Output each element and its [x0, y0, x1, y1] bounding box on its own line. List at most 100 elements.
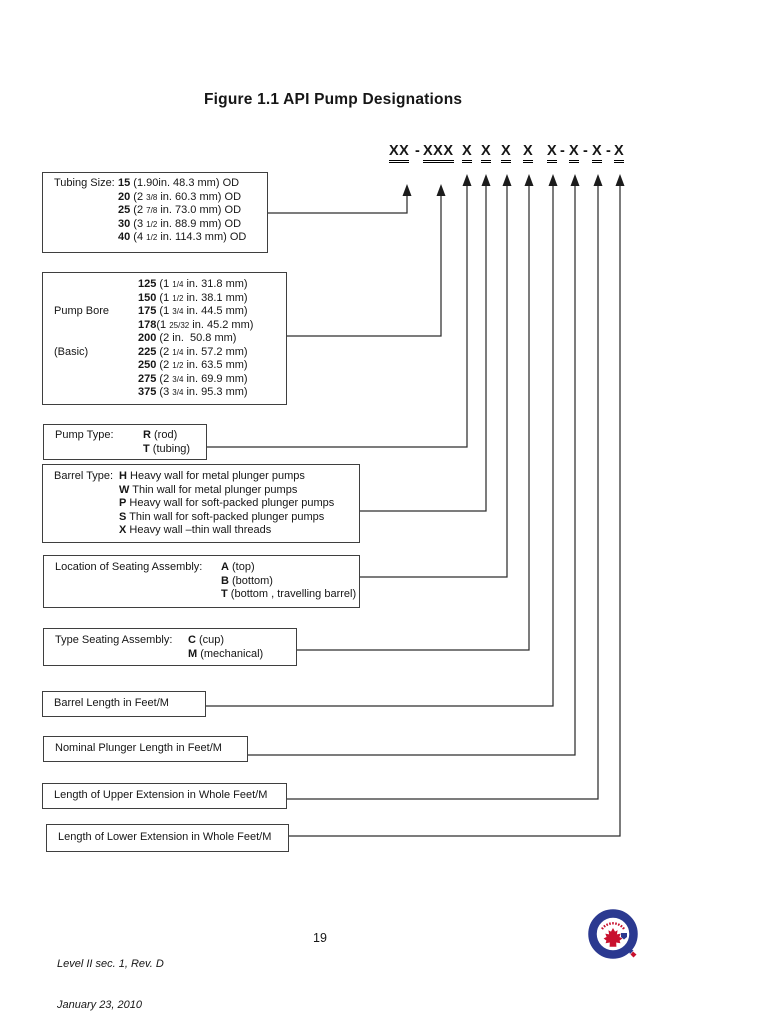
desc: in. 73.0 mm) OD [157, 204, 242, 216]
desc: (rod) [150, 429, 178, 441]
code-group: X [547, 143, 558, 163]
desc: (top) [228, 561, 255, 573]
desc: (cup) [195, 634, 225, 646]
spec-row: R (rod) [143, 429, 206, 443]
code: R [143, 429, 151, 441]
desc: (1 [156, 318, 170, 331]
code: 178 [138, 318, 157, 331]
desc: (2 [156, 345, 173, 358]
arrowhead-icon [436, 184, 446, 196]
desc: (1 [156, 291, 173, 304]
logo-dot [630, 951, 637, 958]
arrowhead-icon [402, 184, 412, 196]
spec-row: S Thin wall for soft-packed plunger pump… [119, 511, 359, 525]
line-tubing [268, 196, 408, 214]
desc: in. 88.9 mm) OD [157, 217, 242, 230]
desc: in. 60.3 mm) OD [157, 190, 242, 203]
figure-title: Figure 1.1 API Pump Designations [204, 91, 463, 108]
pump-type-box: Pump Type: R (rod) T (tubing) [43, 424, 207, 460]
desc: (bottom) [228, 574, 273, 587]
box-label: Tubing Size: [54, 177, 118, 189]
fraction: 1/2 [172, 293, 184, 303]
spec-row: H Heavy wall for metal plunger pumps [119, 470, 359, 484]
box-label: Location of Seating Assembly: [55, 561, 209, 573]
code-group: X [462, 143, 473, 163]
desc: Thin wall for soft-packed plunger pumps [126, 510, 325, 523]
spec-row: P Heavy wall for soft-packed plunger pum… [119, 497, 359, 511]
barrel-length-box: Barrel Length in Feet/M [42, 691, 206, 717]
code: B [221, 574, 229, 587]
code: M [188, 647, 198, 660]
code: W [119, 483, 130, 496]
code: 15 [118, 177, 131, 189]
spec-row: 225 (2 1/4 in. 57.2 mm) [138, 346, 286, 360]
barrel-type-box: Barrel Type: H Heavy wall for metal plun… [42, 464, 360, 543]
maple-leaf-icon [603, 928, 623, 947]
logo-tail [627, 947, 634, 954]
code: 30 [118, 217, 131, 230]
code: P [119, 497, 127, 509]
spec-row: 20 (2 3/8 in. 60.3 mm) OD [118, 191, 267, 205]
fraction: 1/2 [146, 233, 158, 242]
code-group: X [592, 143, 603, 163]
box-label: Pump Type: [55, 429, 117, 441]
code: T [143, 442, 150, 455]
code: X [119, 524, 127, 536]
arrowhead-icon [502, 174, 512, 186]
code-group: X [523, 143, 534, 163]
code: 40 [118, 231, 131, 243]
spec-row: 25 (2 7/8 in. 73.0 mm) OD [118, 204, 267, 218]
logo-shield-icon [621, 933, 627, 940]
logo-arc-text [601, 922, 625, 930]
spec-row: 30 (3 1/2 in. 88.9 mm) OD [118, 218, 267, 232]
tubing-size-box: Tubing Size: 15 (1.90in. 48.3 mm) OD 20 … [42, 172, 268, 253]
spec-row: 150 (1 1/2 in. 38.1 mm) [138, 292, 286, 306]
fraction: 3/4 [172, 307, 184, 316]
spec-row: A (top) [221, 561, 359, 575]
doc-ref-line: Level II sec. 1, Rev. D [57, 958, 164, 970]
spec-row: 125 (1 1/4 in. 31.8 mm) [138, 278, 286, 292]
desc: (1.90in. 48.3 mm) OD [130, 177, 240, 189]
code: A [221, 561, 229, 573]
code: 175 [138, 305, 157, 317]
arrowhead-icon [548, 174, 558, 186]
code: 275 [138, 372, 157, 385]
code: T [221, 588, 228, 600]
fraction: 3/4 [172, 374, 184, 384]
page-number: 19 [313, 931, 327, 945]
code-group: X [501, 143, 512, 163]
desc: Heavy wall for soft-packed plunger pumps [126, 497, 335, 509]
spec-row: B (bottom) [221, 575, 359, 589]
pump-bore-box: Pump Bore (Basic) 125 (1 1/4 in. 31.8 mm… [42, 272, 287, 405]
fraction: 1/2 [146, 219, 158, 229]
certification-logo [588, 909, 638, 959]
fraction: 3/4 [172, 388, 184, 397]
desc: in. 114.3 mm) OD [157, 231, 247, 243]
line-barrel-type [360, 186, 487, 512]
desc: (2 [130, 190, 147, 203]
box-label: Pump Bore (Basic) [54, 305, 110, 358]
spec-row: T (bottom , travelling barrel) [221, 588, 359, 602]
fraction: 1/2 [172, 361, 184, 370]
code: S [119, 510, 127, 523]
fraction: 7/8 [146, 206, 158, 215]
code-group: XXX [423, 143, 454, 163]
code-group: X [481, 143, 492, 163]
box-label: Nominal Plunger Length in Feet/M [55, 742, 222, 755]
code: 225 [138, 345, 157, 358]
fraction: 1/4 [172, 280, 184, 289]
desc: in. 63.5 mm) [183, 359, 248, 371]
code: C [188, 634, 196, 646]
desc: in. 44.5 mm) [183, 305, 248, 317]
arrowhead-icon [570, 174, 580, 186]
desc: (bottom , travelling barrel) [227, 588, 357, 600]
code: 250 [138, 359, 157, 371]
code-separator: - [560, 143, 566, 159]
desc: Heavy wall –thin wall threads [126, 524, 272, 536]
code-group: X [569, 143, 580, 163]
desc: (1 [156, 278, 173, 290]
arrowhead-icon [481, 174, 491, 186]
spec-row: 175 (1 3/4 in. 44.5 mm) [138, 305, 286, 319]
code-separator: - [583, 143, 589, 159]
